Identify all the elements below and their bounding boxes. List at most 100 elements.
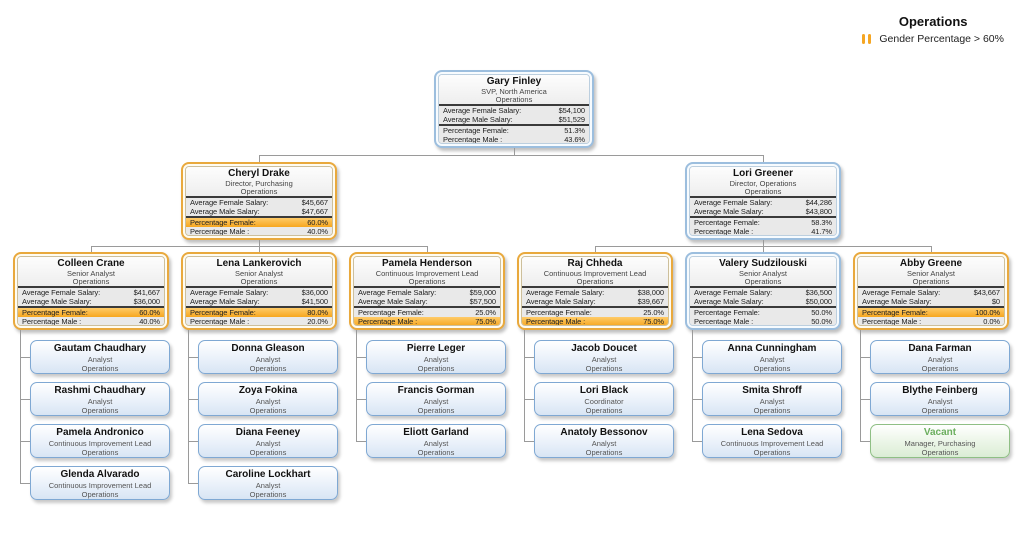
stat-row: Percentage Male :40.0% xyxy=(18,317,164,325)
employee-title: Analyst xyxy=(927,397,953,406)
connector-line xyxy=(188,483,198,484)
employee-title: Senior Analyst xyxy=(67,269,115,278)
employee-name: Lori Greener xyxy=(732,168,794,179)
stat-value: $57,500 xyxy=(469,297,497,306)
employee-title: Analyst xyxy=(759,397,785,406)
employee-name: Gary Finley xyxy=(486,76,542,87)
connector-line xyxy=(595,246,596,252)
stat-label: Average Female Salary: xyxy=(358,288,437,297)
employee-dept: Operations xyxy=(495,95,533,104)
employee-dept: Operations xyxy=(921,406,959,415)
stat-value: $43,667 xyxy=(973,288,1001,297)
stat-value: 50.0% xyxy=(811,317,832,326)
stat-label: Percentage Male : xyxy=(862,317,922,326)
employee-name: Lori Black xyxy=(579,385,629,396)
employee-dept: Operations xyxy=(753,406,791,415)
separator xyxy=(690,196,836,198)
connector-line xyxy=(692,330,693,442)
stat-row: Average Male Salary:$39,667 xyxy=(522,297,668,306)
stat-label: Percentage Female: xyxy=(22,308,88,317)
stat-value: $43,800 xyxy=(805,207,833,216)
stat-row: Percentage Male :40.0% xyxy=(186,227,332,235)
connector-line xyxy=(188,330,189,484)
employee-name: Anna Cunningham xyxy=(727,343,817,354)
chart-title: Operations xyxy=(898,14,968,29)
connector-line xyxy=(860,357,870,358)
employee-title: Director, Operations xyxy=(729,179,797,188)
employee-name: Pierre Leger xyxy=(406,343,466,354)
separator xyxy=(186,306,332,308)
separator xyxy=(354,286,500,288)
connector-line xyxy=(931,246,932,252)
employee-title: Analyst xyxy=(423,439,449,448)
stat-row: Average Female Salary:$59,000 xyxy=(354,288,500,297)
stat-label: Average Male Salary: xyxy=(190,207,260,216)
connector-line xyxy=(763,155,764,162)
separator xyxy=(439,104,589,106)
connector-line xyxy=(20,399,30,400)
separator xyxy=(690,216,836,218)
stat-value: $36,500 xyxy=(805,288,833,297)
employee-dept: Operations xyxy=(417,448,455,457)
stat-label: Percentage Female: xyxy=(190,308,256,317)
employee-name: Lena Lankerovich xyxy=(216,258,302,269)
employee-name: Abby Greene xyxy=(899,258,963,269)
employee-name: Vacant xyxy=(923,427,957,438)
employee-dept: Operations xyxy=(81,364,119,373)
employee-dept: Operations xyxy=(576,277,614,286)
employee-title: Continuous Improvement Lead xyxy=(48,481,152,490)
connector-line xyxy=(91,246,92,252)
separator xyxy=(858,306,1004,308)
employee-name: Blythe Feinberg xyxy=(902,385,978,396)
employee-name: Jacob Doucet xyxy=(571,343,637,354)
connector-line xyxy=(524,357,534,358)
stat-row: Average Female Salary:$54,100 xyxy=(439,106,589,115)
employee-dept: Operations xyxy=(81,490,119,499)
connector-line xyxy=(20,357,30,358)
stat-value: 25.0% xyxy=(643,308,664,317)
connector-line xyxy=(692,441,702,442)
employee-title: Continuous Improvement Lead xyxy=(543,269,647,278)
employee-dept: Operations xyxy=(753,364,791,373)
separator xyxy=(522,306,668,308)
separator xyxy=(522,286,668,288)
employee-title: Senior Analyst xyxy=(907,269,955,278)
employee-dept: Operations xyxy=(912,277,950,286)
employee-name: Anatoly Bessonov xyxy=(560,427,648,438)
